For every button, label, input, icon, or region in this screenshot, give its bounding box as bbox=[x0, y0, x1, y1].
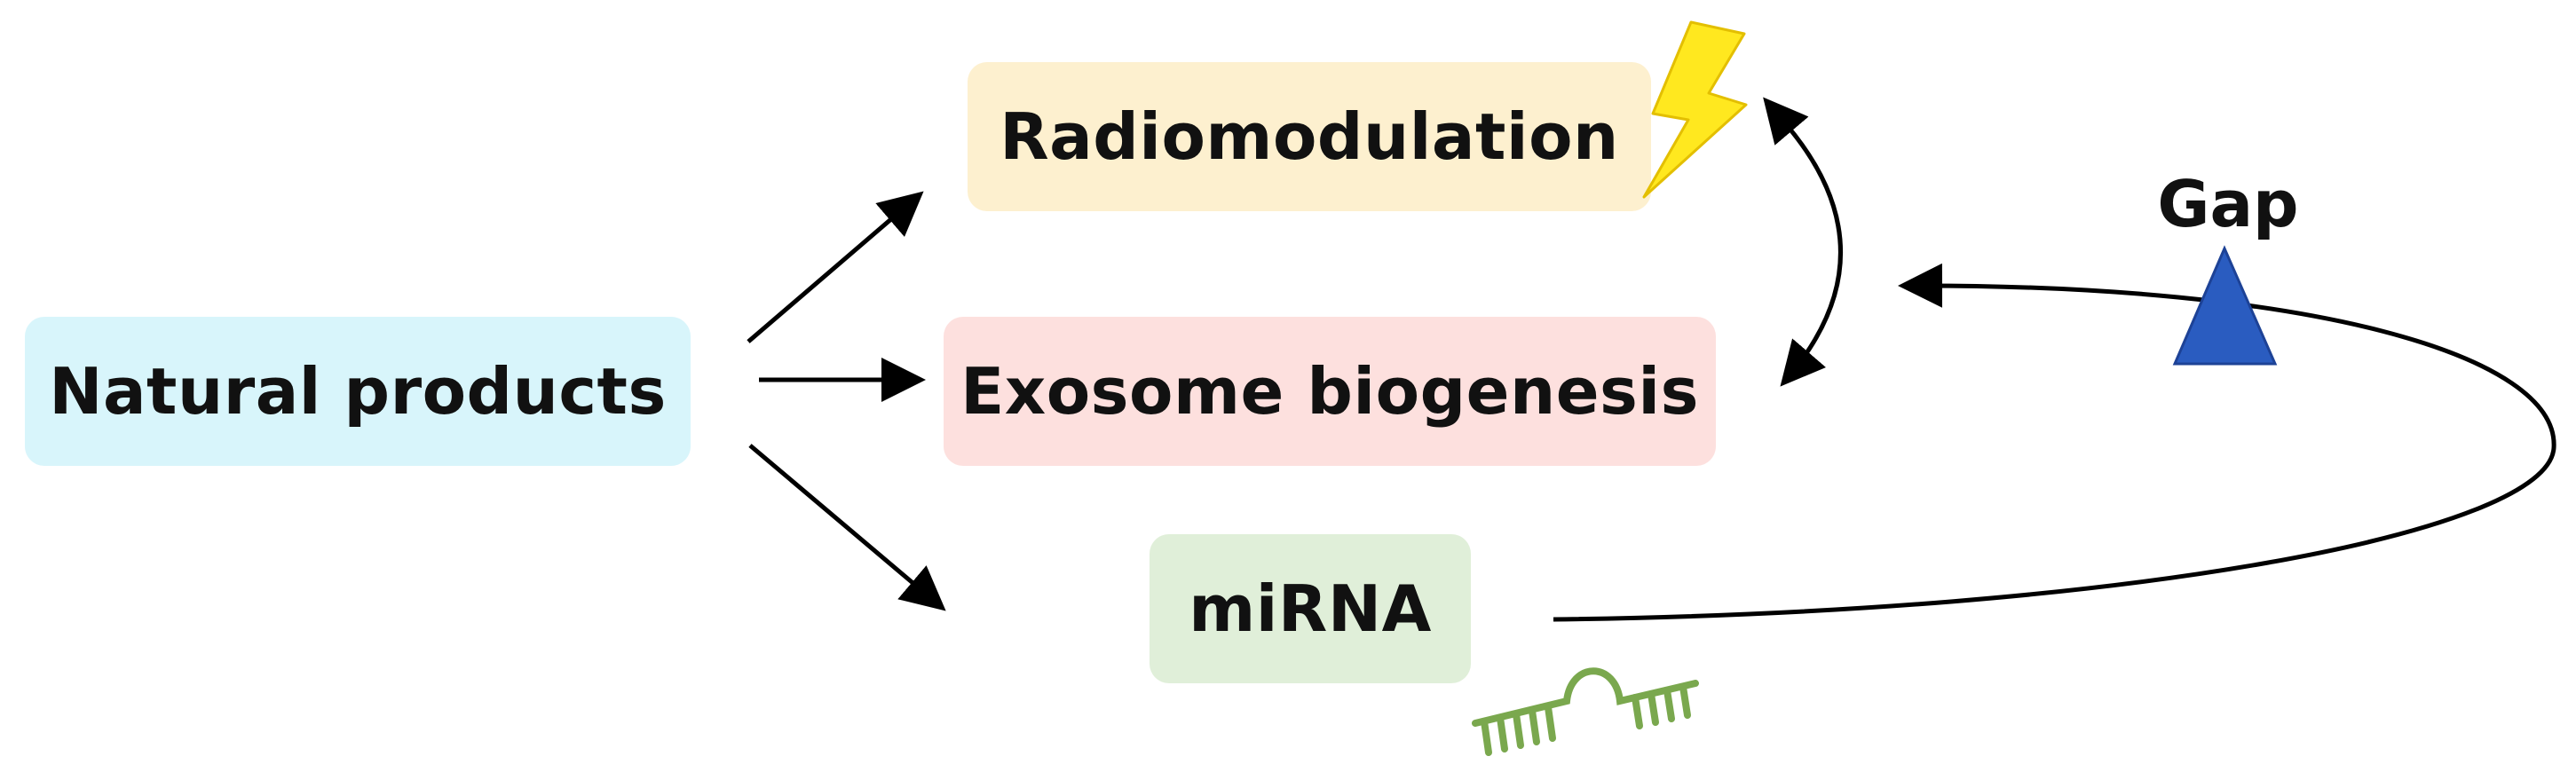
natural-products-label: Natural products bbox=[49, 354, 667, 429]
arrow-natural-to-mirna bbox=[748, 444, 946, 611]
mirna-box: miRNA bbox=[1150, 534, 1471, 683]
gap-triangle-icon bbox=[2172, 245, 2278, 366]
lightning-bolt-icon bbox=[1642, 20, 1748, 199]
arrow-natural-to-radiomodulation bbox=[747, 191, 924, 343]
mirna-feedback-arrow bbox=[1553, 263, 2556, 622]
radiomodulation-label: Radiomodulation bbox=[1000, 99, 1619, 174]
bidirectional-arrow bbox=[1763, 97, 1843, 387]
rna-hairpin-icon bbox=[1472, 667, 1699, 756]
exosome-biogenesis-label: Exosome biogenesis bbox=[960, 354, 1699, 429]
radiomodulation-box: Radiomodulation bbox=[968, 62, 1651, 211]
natural-products-box: Natural products bbox=[25, 317, 691, 466]
exosome-biogenesis-box: Exosome biogenesis bbox=[944, 317, 1716, 466]
mirna-label: miRNA bbox=[1189, 571, 1432, 646]
gap-label: Gap bbox=[2157, 167, 2299, 241]
